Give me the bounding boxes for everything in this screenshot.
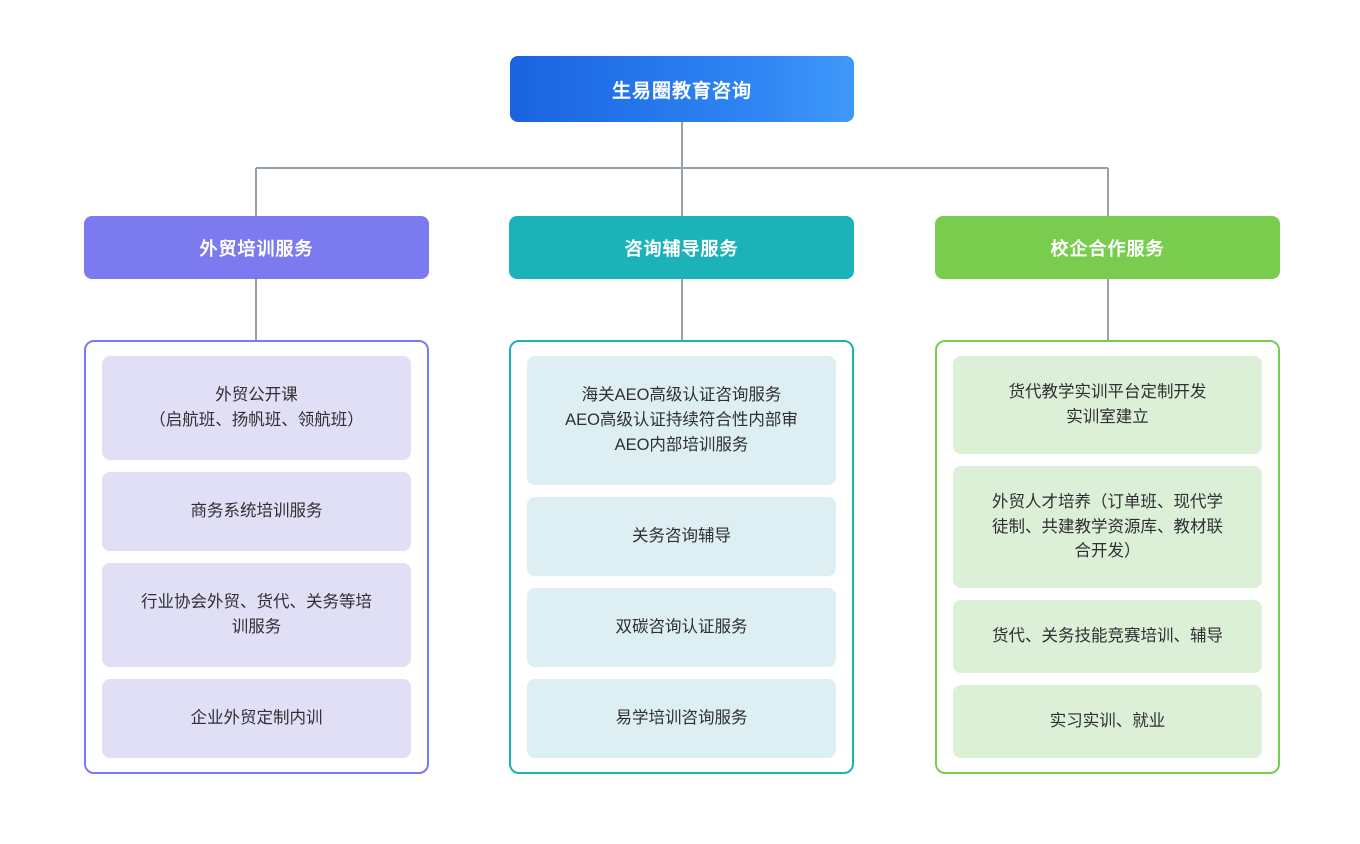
branch-header-0[interactable]: 外贸培训服务 [84,216,429,279]
branch-header-label-0: 外贸培训服务 [199,238,314,259]
branch-2-item-1[interactable]: 外贸人才培养（订单班、现代学 徒制、共建教学资源库、教材联 合开发） [953,465,1262,589]
branch-2-item-2[interactable]: 货代、关务技能竞赛培训、辅导 [953,600,1262,674]
root-node[interactable]: 生易圈教育咨询 [510,56,854,122]
branch-2-item-0[interactable]: 货代教学实训平台定制开发 实训室建立 [953,356,1262,454]
branch-header-2[interactable]: 校企合作服务 [935,216,1280,279]
branch-header-1[interactable]: 咨询辅导服务 [509,216,854,279]
branch-2-item-3[interactable]: 实习实训、就业 [953,685,1262,758]
branch-column-2: 校企合作服务 货代教学实训平台定制开发 实训室建立 外贸人才培养（订单班、现代学… [935,216,1280,774]
branch-column-1: 咨询辅导服务 海关AEO高级认证咨询服务 AEO高级认证持续符合性内部审 AEO… [509,216,854,774]
branch-0-item-0[interactable]: 外贸公开课 （启航班、扬帆班、领航班） [102,356,411,460]
branch-body-1: 海关AEO高级认证咨询服务 AEO高级认证持续符合性内部审 AEO内部培训服务 … [509,340,854,774]
branch-body-0: 外贸公开课 （启航班、扬帆班、领航班） 商务系统培训服务 行业协会外贸、货代、关… [84,340,429,774]
root-node-label: 生易圈教育咨询 [611,80,752,102]
branch-0-item-3[interactable]: 企业外贸定制内训 [102,678,411,758]
branch-1-item-0[interactable]: 海关AEO高级认证咨询服务 AEO高级认证持续符合性内部审 AEO内部培训服务 [527,356,836,485]
branch-0-item-2[interactable]: 行业协会外贸、货代、关务等培 训服务 [102,563,411,667]
branch-header-label-1: 咨询辅导服务 [624,238,739,259]
branch-body-2: 货代教学实训平台定制开发 实训室建立 外贸人才培养（订单班、现代学 徒制、共建教… [935,340,1280,774]
branch-1-item-3[interactable]: 易学培训咨询服务 [527,678,836,758]
branch-1-item-1[interactable]: 关务咨询辅导 [527,496,836,576]
branch-header-label-2: 校企合作服务 [1050,238,1165,259]
branch-column-0: 外贸培训服务 外贸公开课 （启航班、扬帆班、领航班） 商务系统培训服务 行业协会… [84,216,429,774]
branch-0-item-1[interactable]: 商务系统培训服务 [102,471,411,551]
branch-1-item-2[interactable]: 双碳咨询认证服务 [527,587,836,667]
